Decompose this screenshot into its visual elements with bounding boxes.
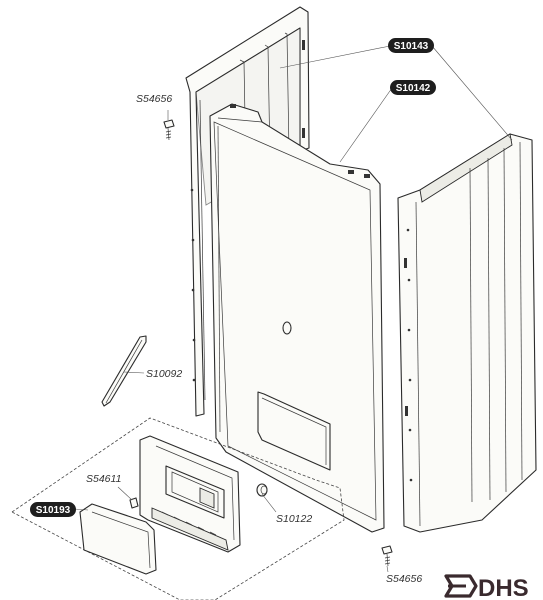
label-rod: S10092 <box>146 368 182 380</box>
label-lower-screw: S54656 <box>386 573 422 585</box>
upper-screw <box>163 119 175 141</box>
front-panel <box>209 103 385 533</box>
label-clip: S54611 <box>86 473 121 485</box>
dhs-logo: DHS <box>444 574 529 600</box>
svg-text:S10142: S10142 <box>396 83 431 94</box>
svg-text:S10143: S10143 <box>394 41 429 52</box>
badge-front-panel: S10142 <box>390 80 436 95</box>
badge-door: S10193 <box>30 502 76 517</box>
badge-top-side-panel: S10143 <box>388 38 434 53</box>
leader-lines <box>73 45 513 573</box>
control-panel-assembly <box>129 435 241 553</box>
logo-text: DHS <box>478 575 529 600</box>
control-assembly-outline <box>11 417 345 600</box>
rod-part <box>101 335 147 407</box>
svg-text:S10193: S10193 <box>36 505 71 516</box>
right-side-panel <box>397 133 537 533</box>
door-part <box>79 503 157 575</box>
label-upper-screw: S54656 <box>136 93 172 105</box>
lower-screw <box>381 545 393 567</box>
knob-part <box>256 483 268 497</box>
label-knob: S10122 <box>276 513 312 525</box>
